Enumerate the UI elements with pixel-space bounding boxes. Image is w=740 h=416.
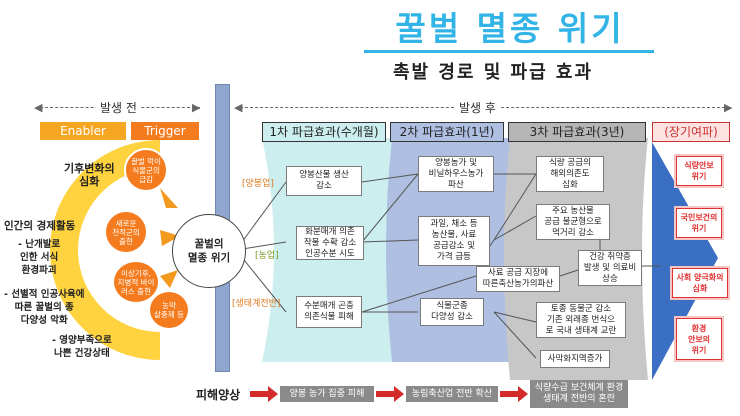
enabler-tag: Enabler <box>40 122 126 140</box>
before-phase-label: 발생 전 <box>96 99 141 116</box>
third-effect-box: 사막화지역증가 <box>540 350 610 368</box>
after-left-arrowhead: ◀ <box>234 101 243 114</box>
damage-stage-3: 식량수급 보건체계 환경생태계 전반의 혼란 <box>530 380 628 408</box>
enabler-economy: 인간의 경제활동 <box>4 220 76 232</box>
damage-stage-2: 농림축산업 전반 확산 <box>406 386 498 402</box>
enabler-breeding: - 선별적 인공사육에 따른 꿀벌의 종 다양성 악화 <box>4 289 85 326</box>
damage-arrow-2 <box>376 386 404 402</box>
enabler-climate: 기후변화의 심화 <box>64 162 115 188</box>
sector-ecosystem: [생태계전반] <box>232 299 281 309</box>
trigger-arrow-2 <box>160 230 180 246</box>
title-underline <box>364 50 654 53</box>
damage-arrow-1 <box>250 386 278 402</box>
damage-stage-1: 양봉 농가 집중 피해 <box>280 386 374 402</box>
page-subtitle: 촉발 경로 및 파급 효과 <box>392 62 594 83</box>
after-phase-label: 발생 후 <box>455 99 500 116</box>
damage-arrow-3 <box>500 386 528 402</box>
sector-agriculture: [농업] <box>255 251 279 261</box>
long-term-arrow <box>652 142 718 380</box>
after-right-arrowhead: ▶ <box>724 101 733 114</box>
header-first: 1차 파급효과(수개월) <box>262 122 386 142</box>
page-title: 꿀벌 멸종 위기 <box>395 9 625 48</box>
damage-label: 피해양상 <box>196 388 241 402</box>
trigger-arrow-1 <box>160 188 178 208</box>
sector-apiculture: [양봉업] <box>242 179 274 189</box>
before-left-arrowhead: ◀ <box>34 101 43 114</box>
header-long: (장기여파) <box>652 122 730 142</box>
enabler-arc <box>50 140 160 360</box>
enabler-economy-detail: - 난개발로 인한 서식 환경파괴 <box>18 239 61 276</box>
trigger-tag: Trigger <box>131 122 199 140</box>
enabler-nutrition: - 영양부족으로 나쁜 건강상태 <box>52 335 112 359</box>
header-third: 3차 파급효과(3년) <box>508 122 646 142</box>
header-second: 2차 파급효과(1년) <box>390 122 504 142</box>
before-right-arrowhead: ▶ <box>192 101 201 114</box>
trigger-arrow-3 <box>160 270 178 288</box>
